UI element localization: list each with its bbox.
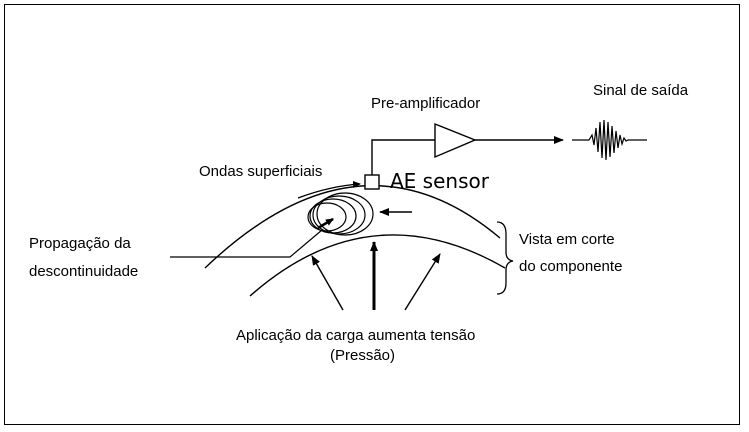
ae-sensor-box (364, 174, 380, 190)
preamplifier-label: Pre-amplificador (371, 95, 480, 112)
propagation-label-line1: Propagação da (29, 235, 131, 252)
propagation-label-line2: descontinuidade (29, 263, 138, 280)
diagram-frame (4, 4, 740, 425)
load-label-line2: (Pressão) (330, 347, 395, 364)
propagation-leader-line (170, 229, 323, 258)
load-arrow-right (404, 253, 441, 311)
section-view-label-line1: Vista em corte (519, 231, 615, 248)
surface-waves-label: Ondas superficiais (199, 163, 322, 180)
wave-ellipses (307, 192, 374, 236)
component-inner-arc (249, 234, 506, 297)
surface-wave-arrow (297, 180, 361, 199)
section-view-brace (496, 221, 514, 295)
sensor-wire (371, 139, 435, 175)
preamplifier-symbol (434, 122, 477, 159)
output-signal-waveform (572, 119, 647, 161)
load-label-line1: Aplicação da carga aumenta tensão (236, 327, 475, 344)
discontinuity-arrow (317, 217, 334, 230)
load-arrow-left (311, 255, 344, 311)
output-signal-label: Sinal de saída (593, 82, 689, 99)
section-view-label-line2: do componente (519, 258, 622, 275)
component-outer-arc (204, 184, 501, 269)
ae-sensor-label: AE sensor (390, 169, 490, 193)
